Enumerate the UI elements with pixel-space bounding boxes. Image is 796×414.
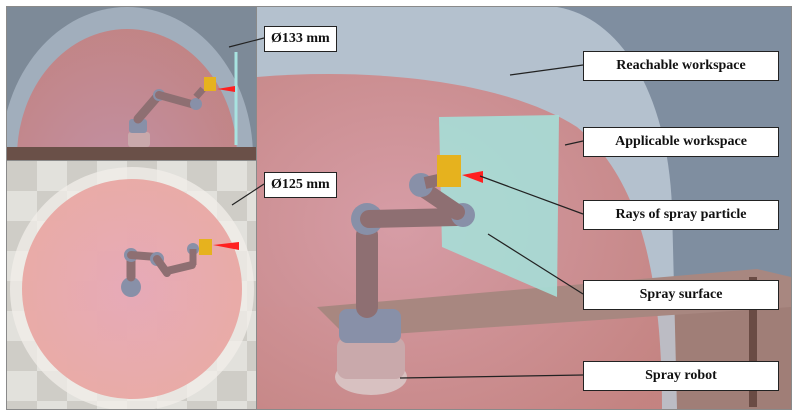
nozzle-icon	[437, 155, 461, 187]
top-view-panel	[6, 160, 258, 410]
spray-surface-label: Spray surface	[583, 280, 779, 310]
spray-ray-icon	[462, 171, 483, 183]
spray-robot-label: Spray robot	[583, 361, 779, 391]
side-view-panel	[6, 6, 258, 162]
spray-ray-icon	[213, 242, 239, 250]
rays-label: Rays of spray particle	[583, 200, 779, 230]
top-view-scene	[7, 161, 257, 409]
nozzle-icon	[204, 77, 216, 91]
side-view-scene	[7, 7, 257, 161]
applicable-dome	[17, 29, 237, 161]
spray-ray-icon	[217, 86, 235, 92]
applicable-workspace-label: Applicable workspace	[583, 127, 779, 157]
top-view-diameter-label: Ø133 mm	[264, 26, 337, 52]
reachable-workspace-label: Reachable workspace	[583, 51, 779, 81]
bottom-view-diameter-label: Ø125 mm	[264, 172, 337, 198]
nozzle-icon	[199, 239, 212, 255]
